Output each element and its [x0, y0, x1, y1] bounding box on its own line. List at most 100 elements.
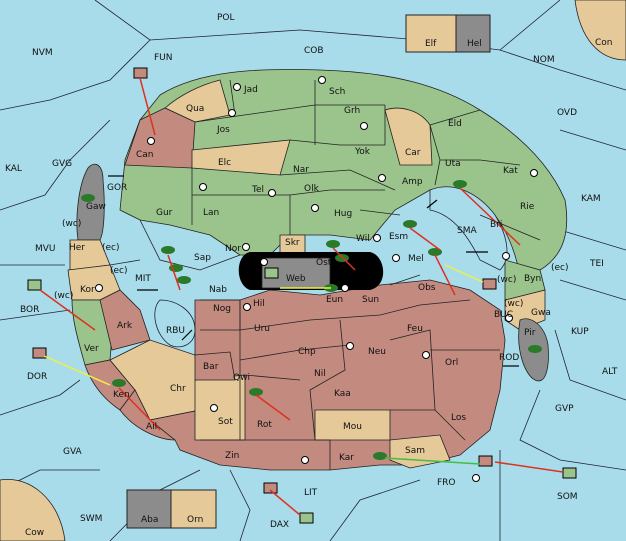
svg-text:NVM: NVM	[32, 48, 53, 58]
svg-text:Hug: Hug	[334, 209, 352, 219]
svg-text:Hil: Hil	[253, 299, 265, 309]
svg-text:DOR: DOR	[27, 372, 47, 382]
svg-text:MIT: MIT	[135, 274, 151, 284]
inset-top	[405, 14, 491, 53]
svg-text:Orn: Orn	[187, 515, 203, 525]
fleet-icon	[27, 279, 42, 291]
svg-text:Eld: Eld	[448, 119, 462, 129]
fleet-icon	[263, 482, 278, 494]
svg-text:POL: POL	[217, 13, 235, 23]
svg-text:Mou: Mou	[343, 422, 362, 432]
svg-text:Nil: Nil	[314, 369, 326, 379]
sea-rbu-inner	[154, 299, 196, 348]
svg-text:Gaw: Gaw	[86, 202, 106, 212]
coast-tags: (wc) (ec) (ec) (wc) (wc) (ec) (wc)	[54, 219, 569, 309]
svg-text:Ail: Ail	[146, 422, 157, 432]
svg-text:FRO: FRO	[437, 478, 456, 488]
svg-text:Kat: Kat	[503, 166, 518, 176]
province-ark[interactable]	[99, 289, 151, 351]
svg-text:Kar: Kar	[339, 453, 354, 463]
svg-text:LIT: LIT	[304, 488, 318, 498]
svg-text:Sot: Sot	[218, 417, 233, 427]
svg-text:Hel: Hel	[467, 39, 482, 49]
province-gaw[interactable]	[76, 163, 105, 241]
svg-text:Bar: Bar	[203, 362, 219, 372]
svg-text:Feu: Feu	[407, 324, 423, 334]
svg-text:Gur: Gur	[156, 208, 173, 218]
fleet-icon	[299, 512, 314, 524]
svg-text:Wil: Wil	[356, 234, 370, 244]
svg-text:Nab: Nab	[209, 285, 227, 295]
svg-text:Gwa: Gwa	[531, 308, 551, 318]
supply-centers	[95, 76, 538, 482]
fleet-icon	[264, 267, 279, 279]
svg-text:Bri: Bri	[490, 220, 502, 230]
svg-text:Yok: Yok	[354, 147, 371, 157]
fleet-icon	[478, 455, 493, 467]
svg-text:KUP: KUP	[571, 327, 589, 337]
svg-text:Grh: Grh	[344, 106, 360, 116]
province-qua[interactable]	[164, 79, 231, 123]
svg-text:Kaa: Kaa	[334, 389, 351, 399]
sea-labels: POL NVM FUN COB NOM OVD KAL GVG KAM SMA …	[5, 13, 618, 538]
order-arrows	[39, 77, 564, 516]
svg-text:(wc): (wc)	[54, 291, 73, 301]
svg-text:Car: Car	[405, 148, 421, 158]
svg-text:Mel: Mel	[408, 254, 424, 264]
svg-text:Ark: Ark	[117, 321, 133, 331]
fleet-icon	[32, 347, 47, 359]
svg-text:Eun: Eun	[326, 295, 343, 305]
svg-text:COB: COB	[304, 46, 324, 56]
convoy-arrows	[108, 175, 519, 367]
svg-text:(ec): (ec)	[551, 263, 569, 273]
fleet-icon	[133, 67, 148, 79]
svg-text:Qwi: Qwi	[233, 373, 250, 383]
svg-text:Chp: Chp	[298, 347, 316, 357]
province-bar[interactable]	[194, 351, 236, 381]
svg-text:Orl: Orl	[445, 358, 458, 368]
svg-text:Kor: Kor	[80, 285, 95, 295]
svg-text:NOM: NOM	[533, 55, 555, 65]
province-con[interactable]	[574, 0, 626, 61]
army-icon	[81, 180, 542, 460]
svg-text:TEI: TEI	[589, 259, 604, 269]
svg-text:Qua: Qua	[186, 104, 204, 114]
province-labels: Jad Sch Qua Jos Grh Eld Car Yok Can Elc …	[69, 85, 551, 463]
svg-text:Elc: Elc	[218, 158, 231, 168]
svg-text:Cow: Cow	[25, 528, 44, 538]
svg-text:ALT: ALT	[602, 367, 618, 377]
svg-text:Rot: Rot	[257, 420, 272, 430]
svg-text:Neu: Neu	[368, 347, 386, 357]
svg-text:Pir: Pir	[524, 328, 536, 338]
svg-text:Sam: Sam	[405, 446, 425, 456]
svg-text:GOR: GOR	[107, 183, 127, 193]
svg-text:Her: Her	[69, 243, 85, 253]
svg-text:GVG: GVG	[52, 159, 72, 169]
fleet-icon	[482, 278, 497, 290]
fleet-icon	[562, 467, 577, 479]
province-sot[interactable]	[194, 374, 246, 441]
svg-text:Sch: Sch	[329, 87, 345, 97]
province-byn[interactable]	[504, 259, 546, 301]
svg-text:DAX: DAX	[270, 520, 289, 530]
svg-text:Nor: Nor	[225, 244, 241, 254]
svg-text:(wc): (wc)	[62, 219, 81, 229]
svg-text:Con: Con	[595, 38, 613, 48]
svg-text:Ver: Ver	[84, 344, 99, 354]
sea-sma-inner	[429, 186, 508, 271]
svg-text:Sap: Sap	[194, 253, 211, 263]
svg-text:Ken: Ken	[113, 390, 130, 400]
svg-text:KAM: KAM	[581, 194, 601, 204]
svg-text:(wc): (wc)	[504, 299, 523, 309]
svg-text:ROD: ROD	[499, 353, 519, 363]
svg-text:FUN: FUN	[154, 53, 173, 63]
svg-text:(ec): (ec)	[102, 243, 120, 253]
svg-text:Ost: Ost	[316, 258, 332, 268]
svg-text:OVD: OVD	[557, 108, 577, 118]
svg-text:Zin: Zin	[225, 451, 239, 461]
province-car[interactable]	[384, 107, 433, 166]
svg-text:Jos: Jos	[216, 125, 230, 135]
province-can[interactable]	[124, 107, 196, 169]
svg-text:Nar: Nar	[293, 165, 309, 175]
